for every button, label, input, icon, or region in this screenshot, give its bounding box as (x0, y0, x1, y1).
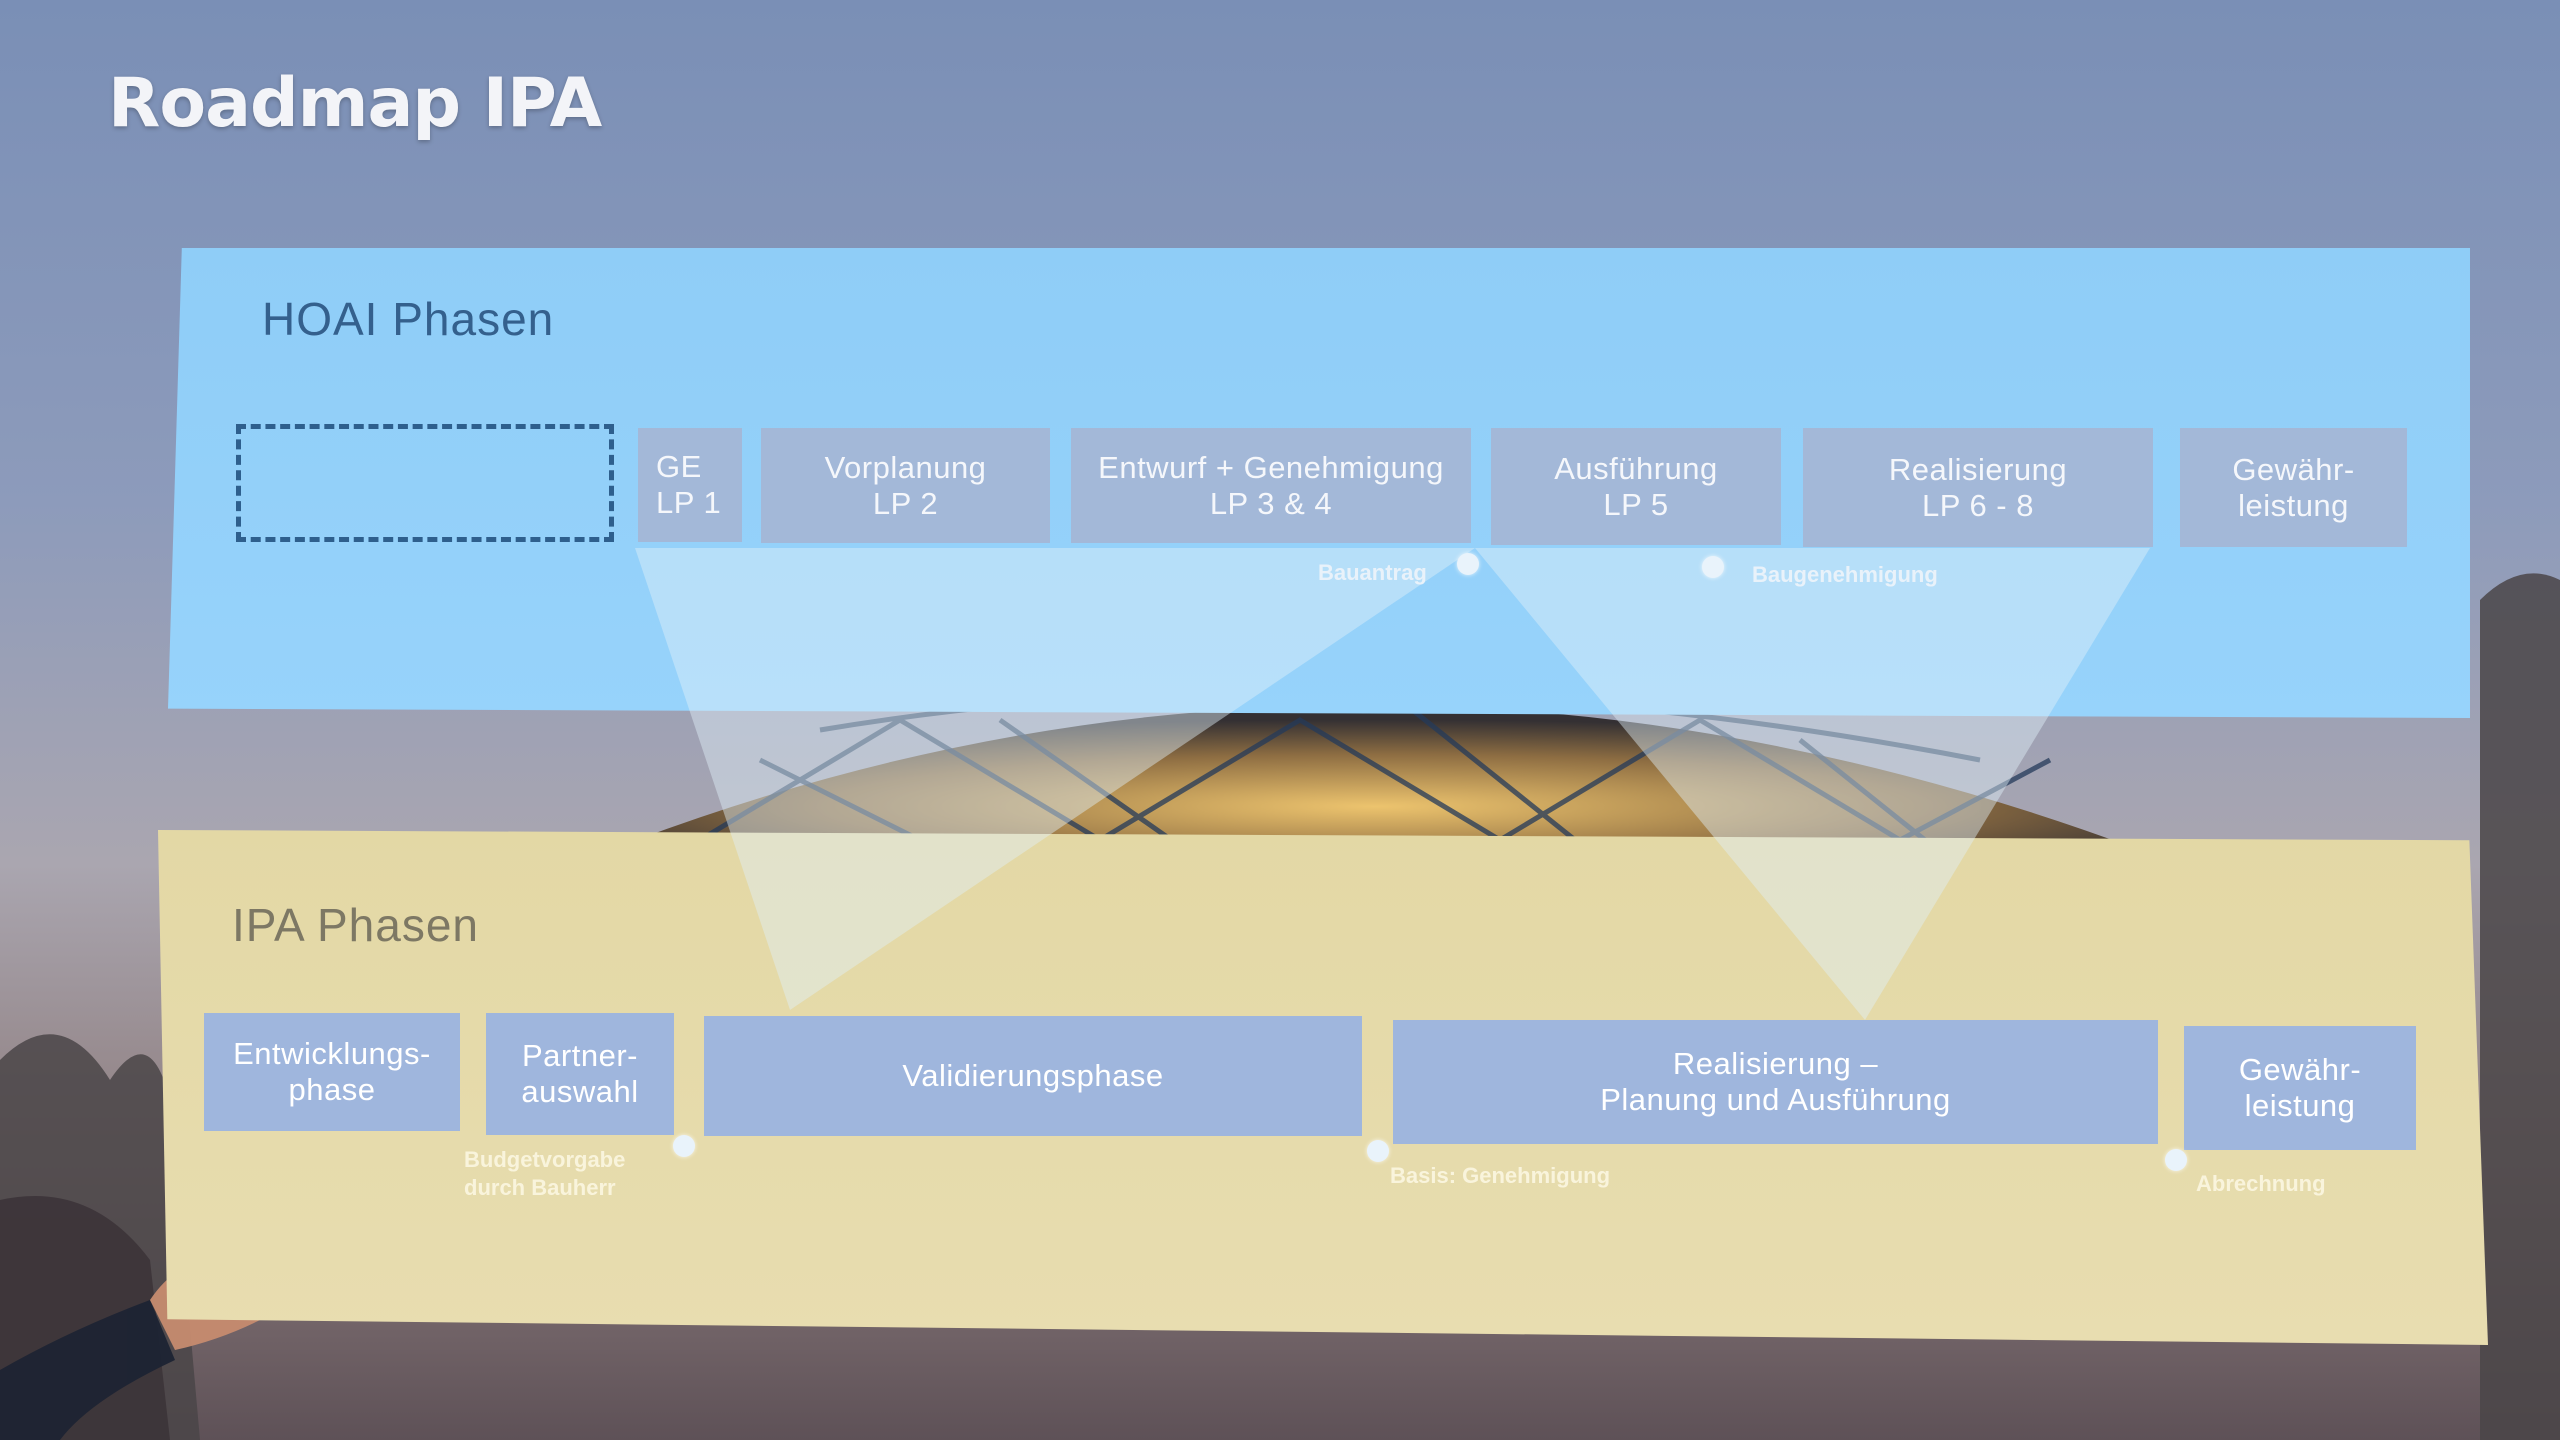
phase-line-1: Vorplanung (824, 449, 987, 485)
dome-structure (610, 705, 2140, 850)
connector-realisation (1475, 548, 2150, 1020)
phase-line-2: LP 3 & 4 (1209, 485, 1333, 521)
phase-line-1: Realisierung – (1672, 1046, 1879, 1081)
hoai-phase-ausfuehrung: Ausführung LP 5 (1491, 428, 1781, 545)
ipa-phase-entwicklungsphase: Entwicklungs- phase (204, 1013, 460, 1131)
empty-phase-placeholder (236, 424, 614, 542)
milestone-line-1: Budgetvorgabe (464, 1147, 626, 1172)
milestone-bauantrag-label: Bauantrag (1318, 560, 1427, 585)
ipa-phase-realisierung: Realisierung – Planung und Ausführung (1393, 1020, 2158, 1144)
hoai-phase-ge-lp1: GE LP 1 (638, 428, 742, 542)
milestone-baugenehmigung-label: Baugenehmigung (1752, 562, 1938, 587)
hoai-phase-gewaehrleistung: Gewähr- leistung (2180, 428, 2407, 547)
hoai-section-title: HOAI Phasen (262, 293, 555, 345)
phase-line-1: Realisierung (1888, 451, 2068, 487)
phase-line-1: Partner- (522, 1038, 638, 1073)
phase-line-2: LP 5 (1603, 486, 1669, 522)
phase-line-1: Validierungsphase (902, 1058, 1164, 1093)
ipa-phase-gewaehrleistung: Gewähr- leistung (2184, 1026, 2416, 1150)
milestone-bauantrag-dot (1457, 553, 1479, 575)
phase-line-2: leistung (2244, 1088, 2356, 1123)
milestone-budgetvorgabe-dot (673, 1135, 695, 1157)
milestone-abrechnung-dot (2165, 1149, 2187, 1171)
slide-title: Roadmap IPA (108, 64, 602, 143)
ipa-phase-partnerauswahl: Partner- auswahl (486, 1013, 674, 1135)
milestone-line-2: durch Bauherr (464, 1175, 616, 1200)
milestone-baugenehmigung-dot (1702, 556, 1724, 578)
hoai-phase-vorplanung: Vorplanung LP 2 (761, 428, 1050, 543)
phase-line-1: Gewähr- (2232, 451, 2355, 487)
hoai-phase-entwurf-genehmigung: Entwurf + Genehmigung LP 3 & 4 (1071, 428, 1471, 543)
phase-line-2: LP 1 (656, 485, 722, 520)
phase-line-1: Entwurf + Genehmigung (1098, 449, 1444, 485)
ipa-section-title: IPA Phasen (232, 899, 479, 951)
connector-validation (635, 548, 1475, 1010)
phase-line-1: Gewähr- (2238, 1052, 2362, 1087)
phase-line-1: Ausführung (1554, 450, 1718, 486)
phase-line-2: LP 6 - 8 (1921, 487, 2034, 523)
milestone-abrechnung-label: Abrechnung (2196, 1171, 2326, 1196)
phase-line-1: GE (656, 449, 702, 484)
phase-line-2: phase (288, 1072, 376, 1107)
milestone-budgetvorgabe-label: Budgetvorgabe durch Bauherr (464, 1146, 625, 1202)
phase-line-2: auswahl (521, 1074, 639, 1109)
hoai-phase-realisierung: Realisierung LP 6 - 8 (1803, 428, 2153, 547)
phase-line-1: Entwicklungs- (233, 1036, 431, 1071)
phase-line-2: Planung und Ausführung (1600, 1082, 1951, 1117)
milestone-basis-genehmigung-dot (1367, 1140, 1389, 1162)
ipa-phase-validierungsphase: Validierungsphase (704, 1016, 1362, 1136)
phase-line-2: LP 2 (872, 485, 939, 521)
phase-line-2: leistung (2238, 487, 2349, 523)
milestone-basis-genehmigung-label: Basis: Genehmigung (1390, 1163, 1611, 1188)
